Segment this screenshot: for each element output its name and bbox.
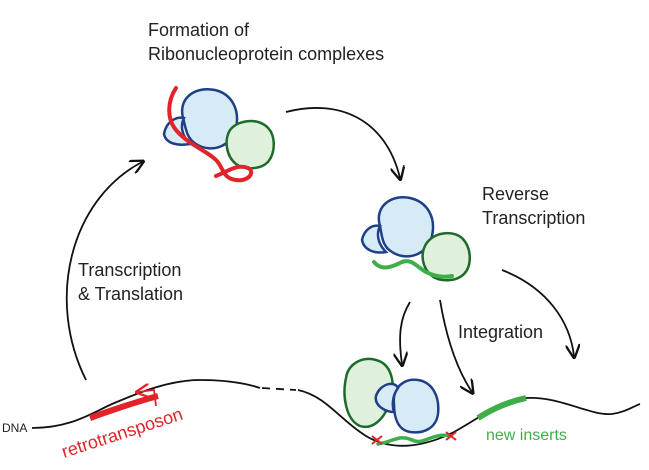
rnp-complex-top xyxy=(162,86,275,183)
retrotransposon-label: retrotransposon xyxy=(59,404,185,462)
rnp-complex-rt xyxy=(360,195,471,282)
protein-green-top xyxy=(225,119,275,170)
cut-mark-left xyxy=(371,435,383,445)
dna-label: DNA xyxy=(2,421,27,435)
new-inserts-label: new inserts xyxy=(486,427,567,444)
tt-label-line-1: Transcription xyxy=(78,260,181,280)
dna-strand-dashed xyxy=(261,387,297,391)
arrow-rt-to-insertion-1 xyxy=(400,301,411,364)
protein-blue-insertion xyxy=(392,378,440,434)
rt-label-line-1: Reverse xyxy=(482,184,549,204)
protein-blue-rt-small xyxy=(360,224,389,254)
integration-label: Integration xyxy=(458,322,543,342)
retrotransposon-segment xyxy=(88,393,159,421)
cdna-strand-rt xyxy=(372,259,454,279)
arrow-formation-to-rt xyxy=(285,107,400,178)
tt-label-line-2: & Translation xyxy=(78,284,183,304)
cut-mark-right xyxy=(445,431,457,441)
title-line-1: Formation of xyxy=(148,20,250,40)
cdna-strand-insertion xyxy=(376,433,452,446)
protein-blue-insertion-small xyxy=(374,382,400,414)
protein-blue-rt xyxy=(377,195,435,258)
rt-label-line-2: Transcription xyxy=(482,208,585,228)
arrow-transcription-translation xyxy=(65,162,142,381)
rnp-complex-insertion xyxy=(343,357,457,446)
arrow-rt-to-insertion-2 xyxy=(439,299,472,392)
new-insert-segment xyxy=(476,395,527,421)
transcription-start-arrow xyxy=(138,390,157,407)
rna-strand-top xyxy=(167,86,254,183)
protein-green-rt xyxy=(421,231,471,282)
arrow-rt-to-insertion-3 xyxy=(501,269,574,356)
title-line-2: Ribonucleoprotein complexes xyxy=(148,44,384,64)
